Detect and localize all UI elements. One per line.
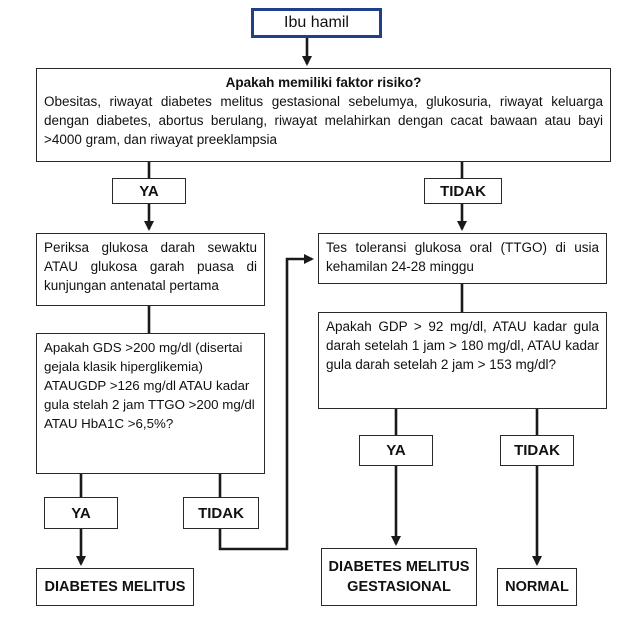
outcome-dm-gestasional: DIABETES MELITUS GESTASIONAL — [321, 548, 477, 606]
right-check-text: Tes toleransi glukosa oral (TTGO) di usi… — [326, 240, 599, 274]
right-question-text: Apakah GDP > 92 mg/dl, ATAU kadar gula d… — [326, 319, 599, 372]
right-question-box: Apakah GDP > 92 mg/dl, ATAU kadar gula d… — [318, 312, 607, 409]
label-right-tidak-text: TIDAK — [514, 442, 560, 459]
label-right-ya: YA — [359, 435, 433, 466]
risk-factor-box: Apakah memiliki faktor risiko? Obesitas,… — [36, 68, 611, 162]
left-question-text: Apakah GDS >200 mg/dl (disertai gejala k… — [44, 340, 255, 431]
label-left-ya-text: YA — [71, 504, 91, 522]
label-risk-tidak-text: TIDAK — [440, 182, 486, 200]
start-node: Ibu hamil — [251, 8, 382, 38]
label-left-ya: YA — [44, 497, 118, 529]
left-question-box: Apakah GDS >200 mg/dl (disertai gejala k… — [36, 333, 265, 474]
arrow-left-tidak-to-right-check — [218, 254, 314, 551]
outcome-gdm-text: DIABETES MELITUS GESTASIONAL — [328, 559, 470, 595]
outcome-normal-text: NORMAL — [505, 579, 569, 595]
label-left-tidak: TIDAK — [183, 497, 259, 529]
outcome-diabetes-melitus: DIABETES MELITUS — [36, 568, 194, 606]
outcome-dm-text: DIABETES MELITUS — [44, 579, 186, 595]
start-label: Ibu hamil — [284, 14, 349, 31]
label-risk-tidak: TIDAK — [424, 178, 502, 204]
label-risk-ya-text: YA — [139, 182, 159, 200]
label-left-tidak-text: TIDAK — [198, 504, 244, 522]
left-check-box: Periksa glukosa darah sewaktu ATAU gluko… — [36, 233, 265, 306]
label-right-tidak: TIDAK — [500, 435, 574, 466]
label-risk-ya: YA — [112, 178, 186, 204]
right-check-box: Tes toleransi glukosa oral (TTGO) di usi… — [318, 233, 607, 284]
left-check-text: Periksa glukosa darah sewaktu ATAU gluko… — [44, 240, 257, 293]
risk-factors-text: Obesitas, riwayat diabetes melitus gesta… — [44, 94, 603, 147]
label-right-ya-text: YA — [386, 442, 406, 459]
risk-question: Apakah memiliki faktor risiko? — [225, 75, 422, 90]
outcome-normal: NORMAL — [497, 568, 577, 606]
